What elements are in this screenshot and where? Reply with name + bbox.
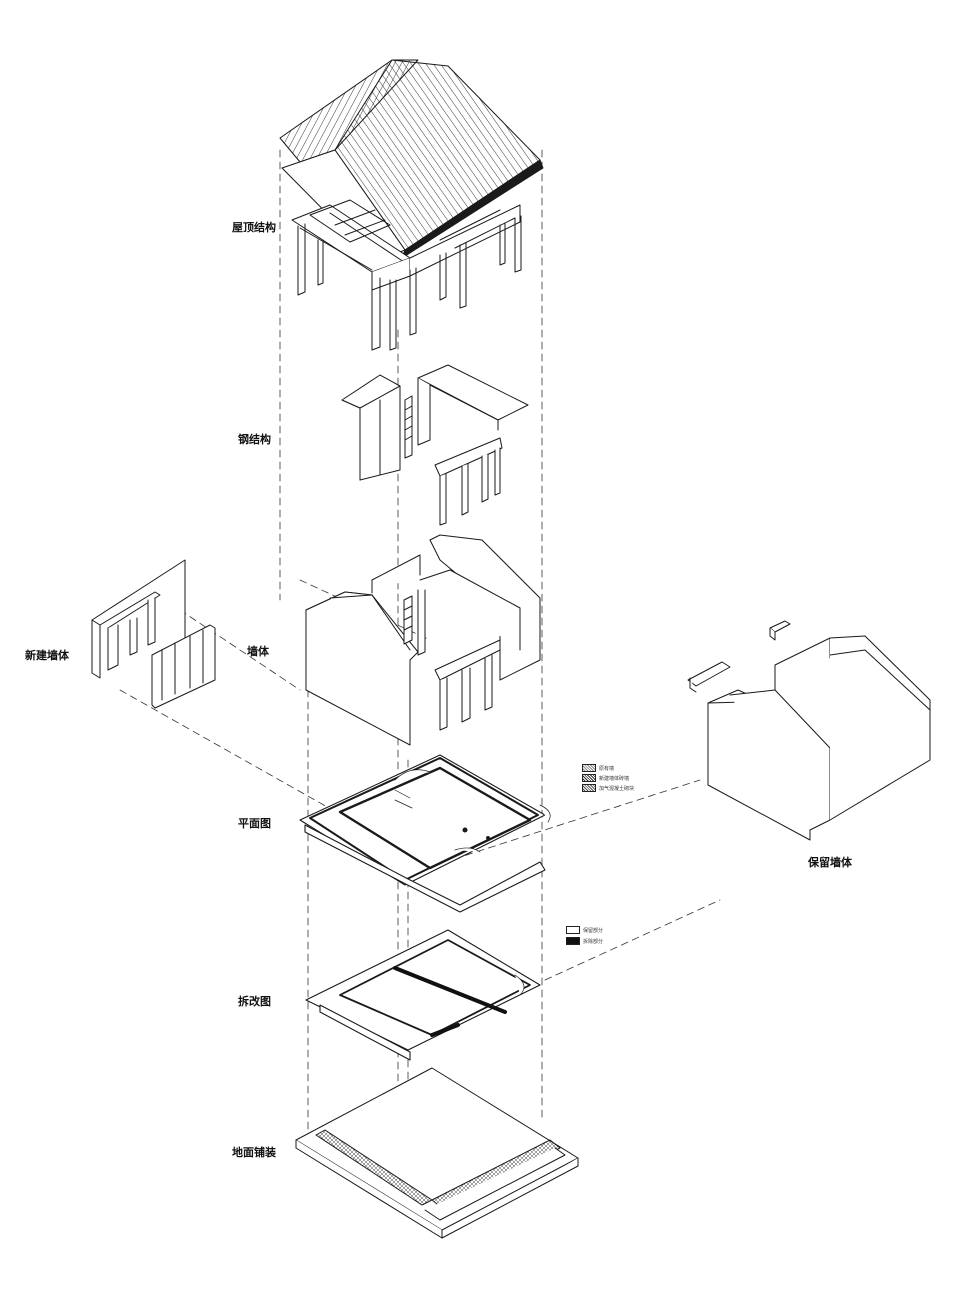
legend-swatch-cross bbox=[582, 784, 596, 792]
legend-label: 拆除部分 bbox=[583, 938, 604, 945]
legend-swatch-dense bbox=[582, 774, 596, 782]
legend-swatch-light bbox=[582, 764, 596, 772]
legend-swatch-white bbox=[566, 926, 580, 934]
floor-paving-drawing bbox=[295, 1067, 579, 1239]
legend-label: 原有墙 bbox=[599, 765, 615, 772]
label-retained-walls: 保留墙体 bbox=[808, 856, 852, 869]
legend-item-retained: 保留部分 bbox=[566, 926, 603, 934]
label-new-walls: 新建墙体 bbox=[25, 649, 69, 662]
demolition-plan-drawing bbox=[305, 929, 541, 1061]
walls-drawing bbox=[305, 534, 541, 746]
retained-walls-drawing bbox=[687, 620, 931, 841]
legend-label: 加气混凝土砌块 bbox=[599, 785, 635, 792]
legend-swatch-black bbox=[566, 937, 580, 945]
label-plan: 平面图 bbox=[238, 817, 271, 830]
label-floor-paving: 地面铺装 bbox=[232, 1146, 276, 1159]
label-steel-structure: 钢结构 bbox=[238, 433, 271, 446]
label-demolition-plan: 拆改图 bbox=[238, 995, 271, 1008]
legend-item-new-brick-wall: 新建墙体砖墙 bbox=[582, 774, 629, 782]
legend-label: 新建墙体砖墙 bbox=[599, 775, 630, 782]
label-roof-structure: 屋顶结构 bbox=[232, 221, 276, 234]
label-walls: 墙体 bbox=[247, 645, 269, 658]
legend-item-aerated-block: 加气混凝土砌块 bbox=[582, 784, 634, 792]
plan-drawing bbox=[299, 754, 551, 913]
steel-structure-drawing bbox=[341, 364, 529, 526]
legend-item-original-wall: 原有墙 bbox=[582, 764, 614, 772]
roof-structure-drawing bbox=[279, 59, 544, 351]
legend-item-demolished: 拆除部分 bbox=[566, 937, 603, 945]
new-walls-drawing bbox=[91, 559, 216, 709]
legend-label: 保留部分 bbox=[583, 927, 604, 934]
